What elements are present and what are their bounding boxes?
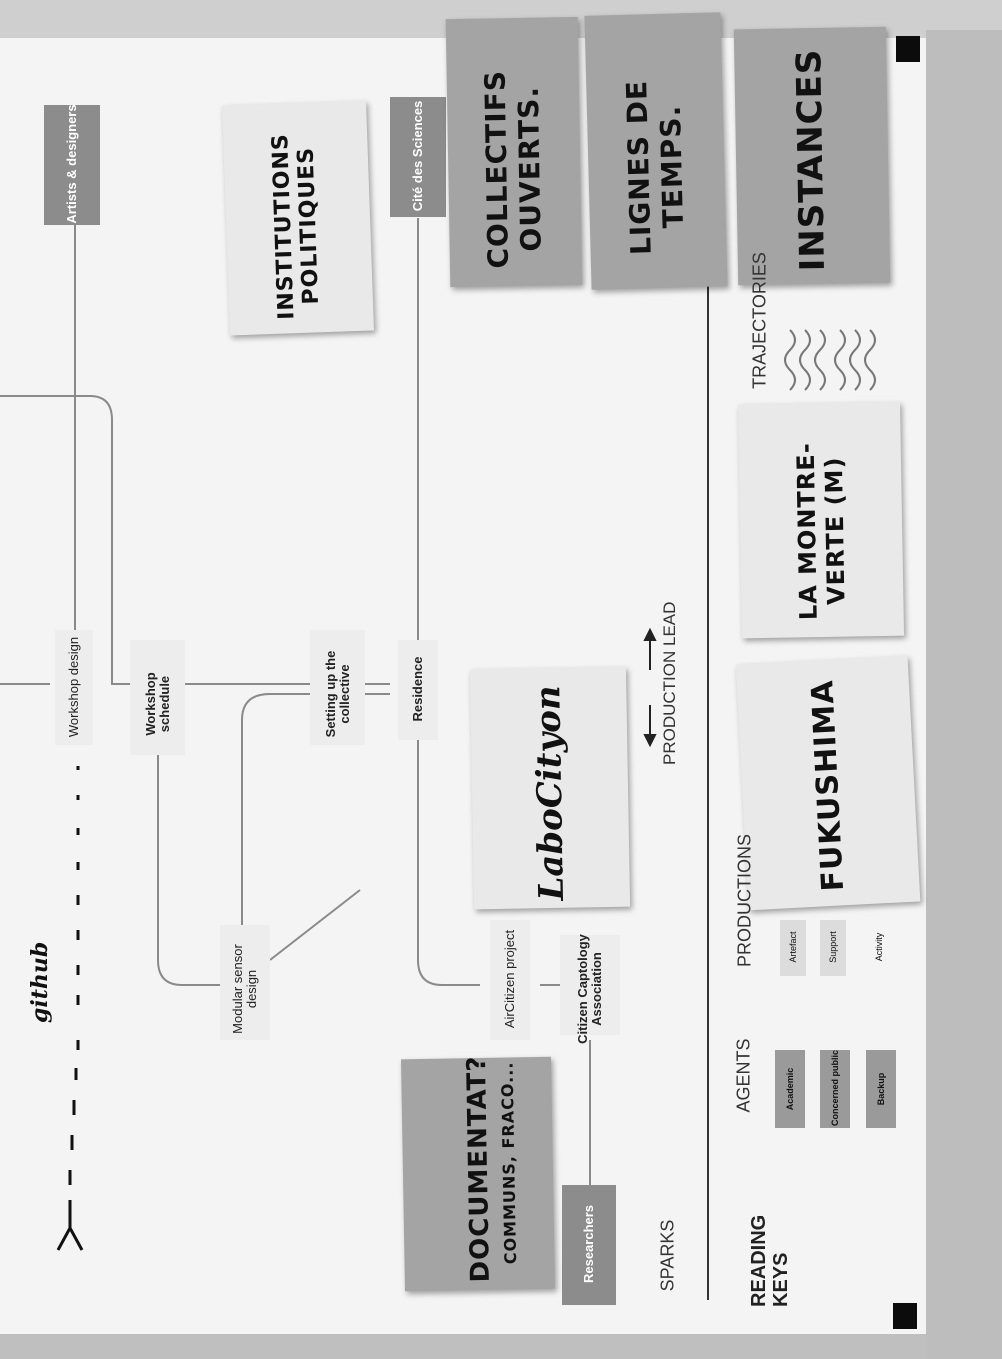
sticky-documentat: DOCUMENTAT? COMMUNS, FRACO... — [400, 1055, 556, 1292]
setting-up-collective-node: Setting up the collective — [310, 630, 365, 745]
communs-text: COMMUNS, FRACO... — [497, 1061, 521, 1265]
artists-designers-box: Artists & designers — [44, 104, 100, 225]
artists-designers-label: Artists & designers — [64, 104, 79, 224]
cite-des-sciences-box: Cité des Sciences — [390, 97, 446, 217]
wall-right — [926, 30, 1002, 1359]
github-handwriting: github — [27, 941, 53, 1023]
fukushima-text: FUKUSHIMA — [805, 678, 852, 893]
schedule-branch — [157, 700, 225, 986]
legend-artefact: Artefact — [780, 920, 806, 976]
sticky-institutions: INSTITUTIONS POLITIQUES — [222, 100, 374, 336]
workshop-schedule-label: Workshop schedule — [143, 672, 172, 736]
productions-heading: PRODUCTIONS — [734, 834, 755, 968]
wall-bottom — [0, 1334, 926, 1359]
legend-activity: Activity — [866, 920, 892, 976]
legend-support: Support — [820, 920, 846, 976]
production-lead-heading: PRODUCTION LEAD — [660, 601, 679, 765]
legend-support-label: Support — [828, 931, 838, 963]
la-montre-verte-text: LA MONTRE-VERTE (M) — [791, 442, 851, 621]
lignes-de-temps-text: LIGNES DE TEMPS. — [620, 79, 691, 256]
legend-backup-label: Backup — [876, 1072, 886, 1106]
sticky-collectifs-ouverts: COLLECTIFS OUVERTS. — [445, 16, 583, 288]
aircitizen-node: AirCitizen project — [490, 920, 530, 1040]
institutions-text: INSTITUTIONS POLITIQUES — [268, 132, 325, 321]
residence-label: Residence — [410, 656, 425, 722]
legend-activity-label: Activity — [874, 932, 884, 962]
citizen-captology-node: Citizen Captology Association — [560, 934, 620, 1044]
cite-des-sciences-label: Cité des Sciences — [410, 100, 425, 212]
sticky-lignes-de-temps: LIGNES DE TEMPS. — [584, 12, 728, 290]
legend-academic-label: Academic — [785, 1067, 795, 1111]
workshop-schedule-node: Workshop schedule — [130, 640, 185, 755]
corner-marker-bottom — [893, 1303, 917, 1329]
labo-cityon-text: LaboCityon — [528, 685, 572, 901]
corner-marker-top — [896, 36, 920, 62]
citizen-captology-label: Citizen Captology Association — [575, 934, 604, 1044]
documentat-text: DOCUMENTAT? — [461, 1055, 496, 1283]
collective-branch — [241, 693, 390, 980]
sticky-fukushima: FUKUSHIMA — [735, 655, 921, 911]
legend-concerned-public: Concerned public — [820, 1050, 850, 1128]
collectifs-ouverts-text: COLLECTIFS OUVERTS. — [478, 69, 548, 269]
aircitizen-label: AirCitizen project — [502, 929, 517, 1029]
workshop-design-label: Workshop design — [66, 636, 81, 738]
researchers-box: Researchers — [562, 1185, 616, 1305]
legend-artefact-label: Artefact — [788, 931, 798, 963]
modular-sensor-node: Modular sensor design — [220, 925, 270, 1040]
setting-up-collective-label: Setting up the collective — [323, 650, 352, 738]
legend-academic: Academic — [775, 1050, 805, 1128]
sticky-la-montre-verte: LA MONTRE-VERTE (M) — [737, 401, 905, 639]
sparks-heading: SPARKS — [657, 1219, 678, 1292]
modular-sensor-label: Modular sensor design — [230, 944, 259, 1034]
sticky-labo-cityon: LaboCityon — [469, 666, 631, 910]
workshop-design-node: Workshop design — [55, 630, 93, 745]
reading-keys-heading: READING KEYS — [748, 1214, 792, 1307]
instances-text: INSTANCES — [789, 48, 834, 272]
researchers-label: Researchers — [581, 1204, 596, 1284]
agents-heading: AGENTS — [733, 1038, 754, 1113]
legend-concerned-public-label: Concerned public — [830, 1050, 840, 1127]
main-timeline — [0, 395, 390, 685]
trajectories-heading: TRAJECTORIES — [749, 252, 770, 389]
residence-node: Residence — [398, 640, 438, 740]
legend-backup: Backup — [866, 1050, 896, 1128]
